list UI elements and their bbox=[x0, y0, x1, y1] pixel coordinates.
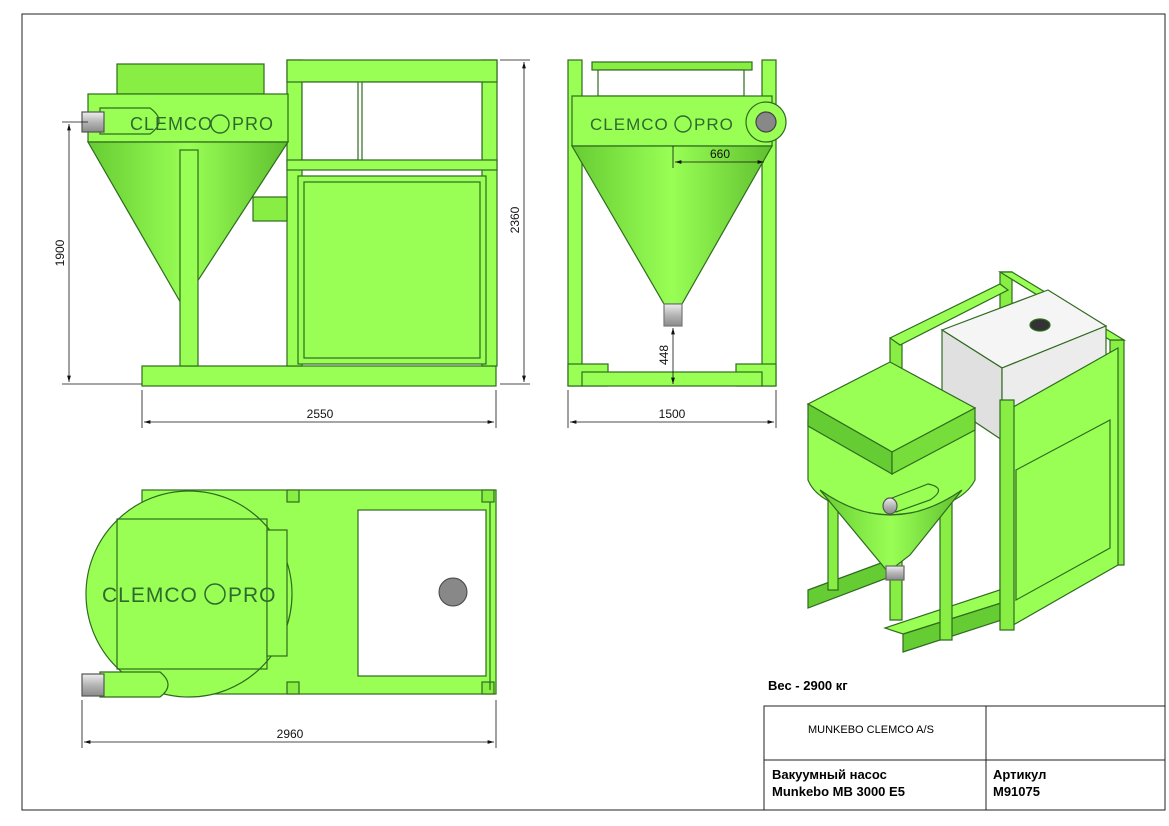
sheet-border bbox=[21, 13, 1166, 811]
company-name: MUNKEBO CLEMCO A/S bbox=[808, 724, 934, 736]
logo-mark-top-icon bbox=[204, 583, 226, 605]
isometric-view bbox=[806, 271, 1127, 653]
dim-2550: 2550 bbox=[307, 407, 334, 421]
side-dimensions bbox=[62, 59, 530, 428]
title-block-grid bbox=[763, 705, 1166, 811]
dim-2360: 2360 bbox=[508, 206, 522, 233]
side-view bbox=[81, 59, 498, 387]
logo-side-pro: PRO bbox=[232, 114, 274, 134]
dim-660: 660 bbox=[710, 147, 730, 161]
weight-label: Вес - 2900 кг bbox=[768, 678, 848, 693]
dim-1900: 1900 bbox=[53, 239, 67, 266]
product-title: Вакуумный насос Munkebo MB 3000 E5 bbox=[772, 766, 905, 800]
top-view bbox=[81, 489, 497, 698]
logo-top: CLEMCO bbox=[102, 584, 198, 607]
logo-front: CLEMCO bbox=[590, 115, 669, 134]
dim-448: 448 bbox=[657, 345, 671, 365]
dim-1500: 1500 bbox=[659, 407, 686, 421]
article-label: Артикул bbox=[993, 767, 1047, 782]
article-number: M91075 bbox=[993, 784, 1040, 799]
product-title-line1: Вакуумный насос bbox=[772, 767, 887, 782]
logo-mark-icon bbox=[210, 114, 230, 134]
top-dimensions bbox=[81, 700, 497, 748]
logo-side: CLEMCO bbox=[130, 114, 213, 134]
product-title-line2: Munkebo MB 3000 E5 bbox=[772, 784, 905, 799]
logo-mark-front-icon bbox=[674, 115, 692, 133]
logo-top-pro: PRO bbox=[228, 584, 277, 607]
front-dimensions bbox=[567, 146, 777, 428]
dim-2960: 2960 bbox=[277, 727, 304, 741]
front-view bbox=[567, 59, 787, 387]
article-block: Артикул M91075 bbox=[993, 766, 1046, 800]
top-port-icon bbox=[438, 577, 468, 607]
logo-front-pro: PRO bbox=[694, 115, 734, 134]
